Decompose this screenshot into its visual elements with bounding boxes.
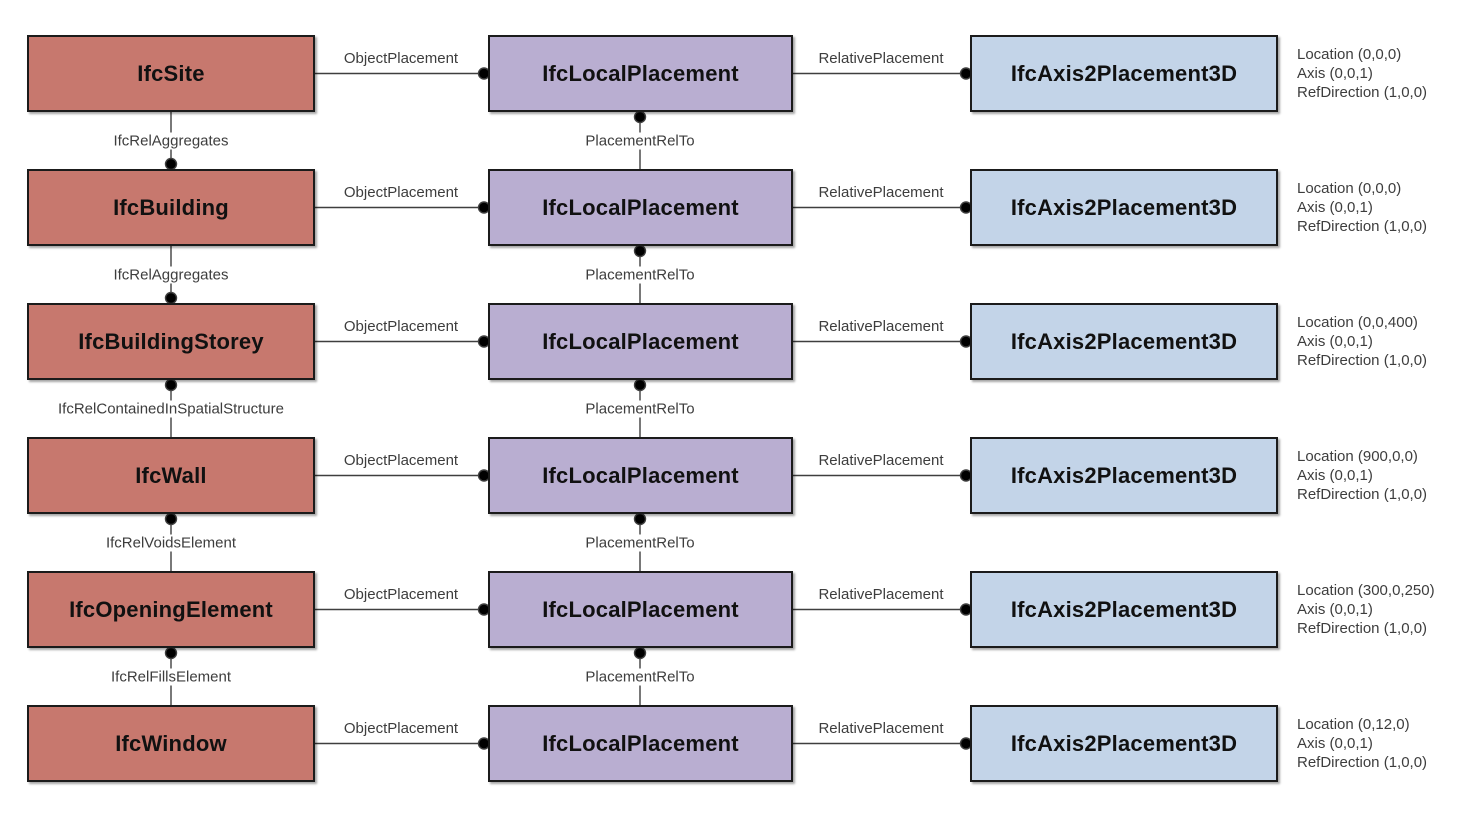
annotation-axis: Axis (0,0,1) bbox=[1297, 199, 1373, 216]
box-ifc-building: IfcBuilding bbox=[27, 169, 315, 246]
box-ifclocalplacement-row-0: IfcLocalPlacement bbox=[488, 35, 793, 112]
label-relativeplacement-row-1: RelativePlacement bbox=[818, 184, 944, 201]
connector-objectplacement-row-2 bbox=[315, 335, 491, 348]
label-relativeplacement-row-3: RelativePlacement bbox=[818, 452, 944, 469]
annotation-row-0: Location (0,0,0) Axis (0,0,1) RefDirecti… bbox=[1297, 45, 1427, 102]
annotation-axis: Axis (0,0,1) bbox=[1297, 333, 1373, 350]
label-objectplacement-row-4: ObjectPlacement bbox=[343, 586, 459, 603]
label-objectplacement-row-0: ObjectPlacement bbox=[343, 50, 459, 67]
box-ifclocalplacement-row-4: IfcLocalPlacement bbox=[488, 571, 793, 648]
label-entity-relation-3: IfcRelVoidsElement bbox=[102, 534, 240, 552]
label-placementrelto-1: PlacementRelTo bbox=[582, 266, 698, 284]
connector-relativeplacement-row-1 bbox=[793, 201, 973, 214]
box-ifclocalplacement-row-1: IfcLocalPlacement bbox=[488, 169, 793, 246]
annotation-refdirection: RefDirection (1,0,0) bbox=[1297, 620, 1428, 637]
label-relativeplacement-row-5: RelativePlacement bbox=[818, 720, 944, 737]
label-relativeplacement-row-2: RelativePlacement bbox=[818, 318, 944, 335]
label-entity-relation-2: IfcRelContainedInSpatialStructure bbox=[55, 400, 287, 418]
box-ifc-site: IfcSite bbox=[27, 35, 315, 112]
box-ifcaxis2placement3d-row-3: IfcAxis2Placement3D bbox=[970, 437, 1278, 514]
box-ifcaxis2placement3d-row-2: IfcAxis2Placement3D bbox=[970, 303, 1278, 380]
annotation-location: Location (900,0,0) bbox=[1297, 448, 1418, 465]
label-relativeplacement-row-4: RelativePlacement bbox=[818, 586, 944, 603]
box-ifc-buildingstorey: IfcBuildingStorey bbox=[27, 303, 315, 380]
annotation-location: Location (0,0,400) bbox=[1297, 314, 1418, 331]
annotation-row-3: Location (900,0,0) Axis (0,0,1) RefDirec… bbox=[1297, 447, 1427, 504]
annotation-refdirection: RefDirection (1,0,0) bbox=[1297, 754, 1428, 771]
annotation-location: Location (0,0,0) bbox=[1297, 46, 1402, 63]
label-placementrelto-0: PlacementRelTo bbox=[582, 132, 698, 150]
annotation-location: Location (300,0,250) bbox=[1297, 582, 1435, 599]
annotation-refdirection: RefDirection (1,0,0) bbox=[1297, 486, 1428, 503]
label-objectplacement-row-2: ObjectPlacement bbox=[343, 318, 459, 335]
box-ifc-window: IfcWindow bbox=[27, 705, 315, 782]
connector-objectplacement-row-1 bbox=[315, 201, 491, 214]
box-ifcaxis2placement3d-row-5: IfcAxis2Placement3D bbox=[970, 705, 1278, 782]
connector-relativeplacement-row-5 bbox=[793, 737, 973, 750]
connector-relativeplacement-row-2 bbox=[793, 335, 973, 348]
label-entity-relation-0: IfcRelAggregates bbox=[110, 132, 232, 150]
connector-objectplacement-row-0 bbox=[315, 67, 491, 80]
connector-relativeplacement-row-0 bbox=[793, 67, 973, 80]
annotation-row-1: Location (0,0,0) Axis (0,0,1) RefDirecti… bbox=[1297, 179, 1427, 236]
annotation-row-5: Location (0,12,0) Axis (0,0,1) RefDirect… bbox=[1297, 715, 1427, 772]
annotation-axis: Axis (0,0,1) bbox=[1297, 65, 1373, 82]
annotation-axis: Axis (0,0,1) bbox=[1297, 601, 1373, 618]
annotation-refdirection: RefDirection (1,0,0) bbox=[1297, 84, 1428, 101]
box-ifcaxis2placement3d-row-0: IfcAxis2Placement3D bbox=[970, 35, 1278, 112]
annotation-axis: Axis (0,0,1) bbox=[1297, 467, 1373, 484]
label-entity-relation-4: IfcRelFillsElement bbox=[107, 668, 235, 686]
label-entity-relation-1: IfcRelAggregates bbox=[110, 266, 232, 284]
annotation-location: Location (0,12,0) bbox=[1297, 716, 1410, 733]
box-ifclocalplacement-row-2: IfcLocalPlacement bbox=[488, 303, 793, 380]
connector-relativeplacement-row-3 bbox=[793, 469, 973, 482]
annotation-refdirection: RefDirection (1,0,0) bbox=[1297, 352, 1428, 369]
box-ifcaxis2placement3d-row-4: IfcAxis2Placement3D bbox=[970, 571, 1278, 648]
label-objectplacement-row-3: ObjectPlacement bbox=[343, 452, 459, 469]
connector-objectplacement-row-5 bbox=[315, 737, 491, 750]
annotation-refdirection: RefDirection (1,0,0) bbox=[1297, 218, 1428, 235]
connector-objectplacement-row-3 bbox=[315, 469, 491, 482]
annotation-row-4: Location (300,0,250) Axis (0,0,1) RefDir… bbox=[1297, 581, 1435, 638]
label-objectplacement-row-1: ObjectPlacement bbox=[343, 184, 459, 201]
label-placementrelto-3: PlacementRelTo bbox=[582, 534, 698, 552]
annotation-row-2: Location (0,0,400) Axis (0,0,1) RefDirec… bbox=[1297, 313, 1427, 370]
annotation-axis: Axis (0,0,1) bbox=[1297, 735, 1373, 752]
box-ifcaxis2placement3d-row-1: IfcAxis2Placement3D bbox=[970, 169, 1278, 246]
box-ifclocalplacement-row-5: IfcLocalPlacement bbox=[488, 705, 793, 782]
connector-objectplacement-row-4 bbox=[315, 603, 491, 616]
box-ifclocalplacement-row-3: IfcLocalPlacement bbox=[488, 437, 793, 514]
label-placementrelto-4: PlacementRelTo bbox=[582, 668, 698, 686]
annotation-location: Location (0,0,0) bbox=[1297, 180, 1402, 197]
box-ifc-wall: IfcWall bbox=[27, 437, 315, 514]
label-placementrelto-2: PlacementRelTo bbox=[582, 400, 698, 418]
connector-relativeplacement-row-4 bbox=[793, 603, 973, 616]
label-relativeplacement-row-0: RelativePlacement bbox=[818, 50, 944, 67]
label-objectplacement-row-5: ObjectPlacement bbox=[343, 720, 459, 737]
box-ifc-openingelement: IfcOpeningElement bbox=[27, 571, 315, 648]
